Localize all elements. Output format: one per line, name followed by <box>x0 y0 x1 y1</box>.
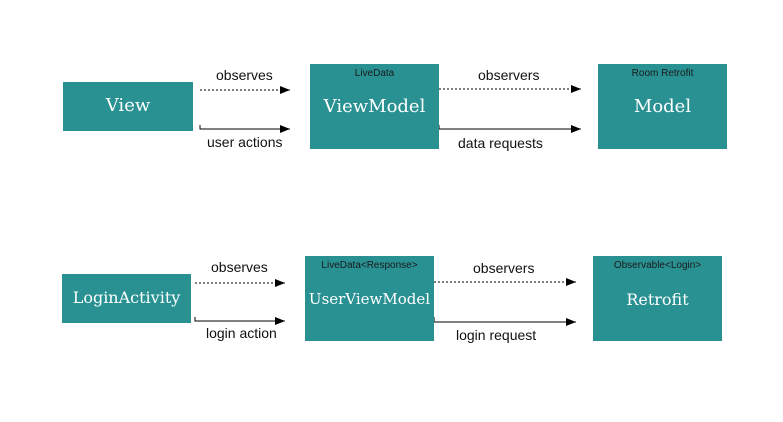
view-label: View <box>105 95 151 116</box>
observers-label: observers <box>478 67 540 83</box>
user-actions-label: user actions <box>207 134 283 150</box>
model-tag: Room Retrofit <box>631 68 694 79</box>
viewmodel-label: ViewModel <box>323 96 426 117</box>
view-box: View <box>63 82 193 131</box>
userviewmodel-label: UserViewModel <box>308 290 431 308</box>
retrofit-tag: Observable<Login> <box>613 260 702 271</box>
observers-label: observers <box>473 260 535 276</box>
data-requests-label: data requests <box>458 135 543 151</box>
data-requests-arrow <box>438 125 581 133</box>
user-actions-arrow <box>199 125 290 133</box>
login-request-label: login request <box>456 327 537 343</box>
observes-label: observes <box>211 259 268 275</box>
login-action-label: login action <box>206 325 277 341</box>
userviewmodel-box: LiveData<Response> UserViewModel <box>305 256 434 341</box>
model-box: Room Retrofit Model <box>598 64 727 149</box>
observes-label: observes <box>216 67 273 83</box>
login-request-arrow <box>433 317 576 326</box>
loginactivity-label: LoginActivity <box>72 288 181 307</box>
retrofit-box: Observable<Login> Retrofit <box>593 256 722 341</box>
model-label: Model <box>633 96 692 117</box>
login-action-arrow <box>194 317 285 325</box>
userviewmodel-tag: LiveData<Response> <box>321 260 418 271</box>
retrofit-label: Retrofit <box>626 290 689 309</box>
viewmodel-tag: LiveData <box>354 68 395 79</box>
viewmodel-box: LiveData ViewModel <box>310 64 439 149</box>
loginactivity-box: LoginActivity <box>62 274 191 323</box>
